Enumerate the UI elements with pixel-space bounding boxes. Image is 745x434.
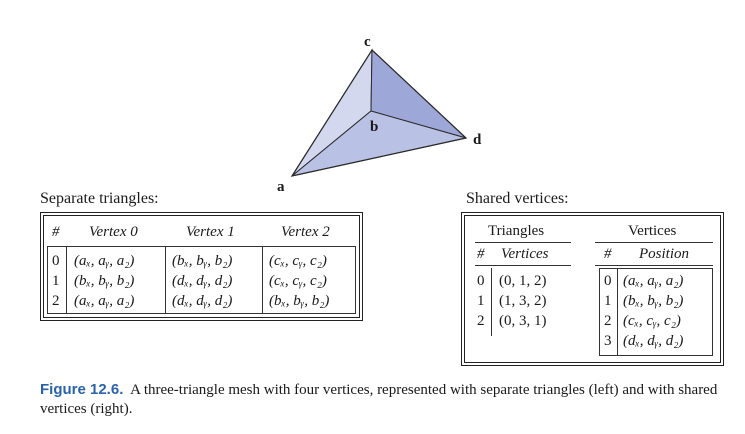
tri-row1-vertices: (1, 3, 2) [499,293,547,309]
vert-row0-index: 0 [604,273,612,289]
vertices-heading: Vertices [628,223,677,239]
tri-header-index: # [477,246,485,262]
sep-header-vertex2: Vertex 2 [281,224,330,240]
sep-header-vertex0: Vertex 0 [89,224,138,240]
sep-row1-v2: (cₓ, cᵧ, c₂) [269,273,327,289]
sep-row0-index: 0 [52,253,60,269]
tri-row2-vertices: (0, 3, 1) [499,313,547,329]
sep-body-box [47,246,356,314]
mesh-outline [290,49,468,177]
separate-table: # Vertex 0 Vertex 1 Vertex 2 0 (aₓ, aᵧ, … [40,212,363,321]
sep-row2-v1: (dₓ, dᵧ, d₂) [172,293,233,309]
vert-row0-position: (aₓ, aᵧ, a₂) [623,273,684,289]
vert-row1-position: (bₓ, bᵧ, b₂) [623,293,684,309]
figure-label: Figure 12.6. [40,381,124,398]
vert-header-index: # [604,246,612,262]
tri-row0-vertices: (0, 1, 2) [499,273,547,289]
figure-caption-text: A three-triangle mesh with four vertices… [40,382,718,417]
vert-row3-position: (dₓ, dᵧ, d₂) [623,333,684,349]
sep-row0-v2: (cₓ, cᵧ, c₂) [269,253,327,269]
vertex-label-a: a [277,179,285,195]
separate-title: Separate triangles: [40,190,159,207]
shared-title: Shared vertices: [466,190,569,207]
sep-header-vertex1: Vertex 1 [186,224,235,240]
shared-table: Triangles # Vertices 0 (0, 1, 2) 1 (1, 3… [461,212,724,366]
figure-caption: Figure 12.6. A three-triangle mesh with … [40,380,730,419]
vert-header-position: Position [639,246,690,262]
vert-row2-index: 2 [604,313,612,329]
tri-header-vertices: Vertices [501,246,549,262]
sep-row2-index: 2 [52,293,60,309]
vert-row1-index: 1 [604,293,612,309]
sep-row1-index: 1 [52,273,60,289]
vert-row3-index: 3 [604,333,612,349]
tri-row0-index: 0 [477,273,485,289]
sep-header-index: # [52,224,60,240]
vertex-label-d: d [473,132,482,148]
vertex-label-b: b [370,119,378,135]
sep-row0-v1: (bₓ, bᵧ, b₂) [172,253,233,269]
sep-row1-v1: (dₓ, dᵧ, d₂) [172,273,233,289]
vert-row2-position: (cₓ, cᵧ, c₂) [623,313,681,329]
vert-body-box [599,268,713,356]
tri-row2-index: 2 [477,313,485,329]
sep-row2-v2: (bₓ, bᵧ, b₂) [269,293,330,309]
sep-row0-v0: (aₓ, aᵧ, a₂) [74,253,135,269]
sep-row2-v0: (aₓ, aᵧ, a₂) [74,293,135,309]
vertex-label-c: c [364,34,371,50]
tri-row1-index: 1 [477,293,485,309]
mesh-diagram: c b d a [277,34,482,195]
sep-row1-v0: (bₓ, bᵧ, b₂) [74,273,135,289]
triangles-heading: Triangles [488,223,545,239]
